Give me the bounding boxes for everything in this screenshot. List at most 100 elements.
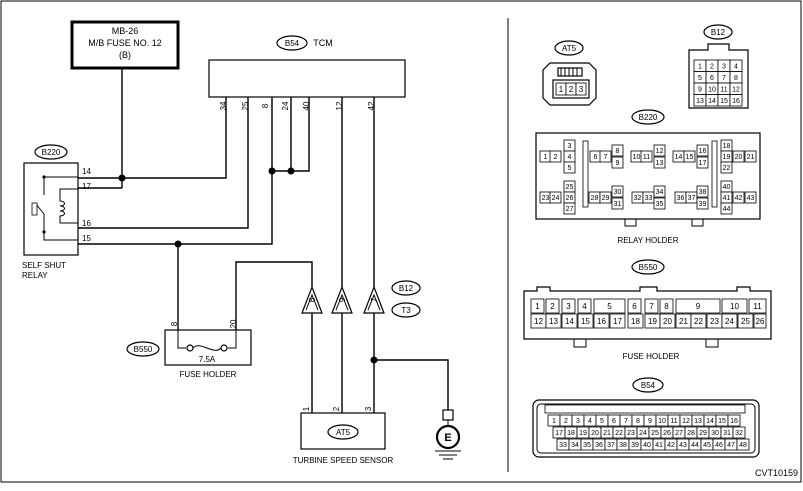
svg-text:28: 28 bbox=[687, 430, 695, 437]
svg-text:24: 24 bbox=[725, 317, 734, 326]
svg-text:2: 2 bbox=[564, 418, 568, 425]
relay-internal-wiring bbox=[44, 176, 78, 224]
tcm-pin-12: 12 bbox=[335, 101, 344, 110]
b220-pin: 39 bbox=[696, 197, 709, 210]
svg-text:24: 24 bbox=[639, 430, 647, 437]
b54-pin: 36 bbox=[592, 438, 606, 451]
b220-view-label: B220 bbox=[639, 113, 658, 122]
b54-pin: 12 bbox=[679, 414, 693, 427]
b550-pin: 24 bbox=[721, 313, 738, 329]
relay-holder-label: RELAY HOLDER bbox=[617, 236, 678, 245]
b220-pin: 12 bbox=[653, 144, 666, 157]
b220-pin: 42 bbox=[732, 191, 745, 204]
svg-text:17: 17 bbox=[613, 317, 622, 326]
mb-fuse-line1: MB-26 bbox=[112, 26, 139, 36]
svg-text:16: 16 bbox=[597, 317, 606, 326]
svg-text:8: 8 bbox=[616, 148, 620, 155]
svg-text:45: 45 bbox=[703, 442, 711, 449]
svg-text:11: 11 bbox=[720, 86, 727, 93]
svg-text:19: 19 bbox=[579, 430, 587, 437]
b54-pin: 34 bbox=[568, 438, 582, 451]
b220-pin: 4 bbox=[563, 150, 576, 163]
b12-pin: 3 bbox=[717, 59, 731, 72]
at5-pin: 3 bbox=[575, 82, 587, 96]
svg-text:20: 20 bbox=[663, 317, 672, 326]
svg-text:37: 37 bbox=[607, 442, 615, 449]
svg-text:14: 14 bbox=[706, 418, 714, 425]
b54-pin: 21 bbox=[600, 426, 614, 439]
svg-text:41: 41 bbox=[723, 195, 731, 202]
b550-pin: 7 bbox=[644, 298, 659, 314]
svg-text:26: 26 bbox=[663, 430, 671, 437]
svg-text:23: 23 bbox=[542, 195, 550, 202]
fuse-holder-tag bbox=[126, 341, 160, 357]
junction-dot bbox=[287, 167, 295, 175]
b220-rib bbox=[711, 140, 718, 208]
svg-text:4: 4 bbox=[568, 154, 572, 161]
b220-pin: 10 bbox=[630, 150, 643, 163]
b220-pin: 20 bbox=[732, 150, 745, 163]
b12-pin: 2 bbox=[705, 59, 719, 72]
b54-pin: 14 bbox=[703, 414, 717, 427]
b54-pin: 9 bbox=[643, 414, 657, 427]
relay-pin-15: 15 bbox=[82, 234, 91, 243]
svg-text:46: 46 bbox=[715, 442, 723, 449]
svg-text:21: 21 bbox=[747, 154, 755, 161]
svg-text:15: 15 bbox=[581, 317, 590, 326]
fuse-leads bbox=[177, 330, 237, 349]
svg-text:12: 12 bbox=[732, 86, 740, 93]
svg-text:30: 30 bbox=[711, 430, 719, 437]
relay-internal-wiring bbox=[43, 232, 78, 241]
b220-pin: 19 bbox=[720, 150, 733, 163]
b54-pin: 19 bbox=[576, 426, 590, 439]
svg-text:1: 1 bbox=[552, 418, 556, 425]
svg-text:42: 42 bbox=[735, 195, 743, 202]
mb-fuse-box bbox=[70, 20, 180, 70]
b220-pin: 5 bbox=[563, 161, 576, 174]
b550-pin: 18 bbox=[627, 313, 644, 329]
svg-text:17: 17 bbox=[699, 160, 707, 167]
t3-tag-label: T3 bbox=[401, 306, 411, 315]
svg-text:23: 23 bbox=[627, 430, 635, 437]
b220-pin: 40 bbox=[720, 180, 733, 193]
svg-text:10: 10 bbox=[658, 418, 666, 425]
svg-text:25: 25 bbox=[651, 430, 659, 437]
b54-pin: 25 bbox=[648, 426, 662, 439]
svg-text:9: 9 bbox=[648, 418, 652, 425]
tcm-pin-24: 24 bbox=[281, 101, 290, 110]
b54-pin: 20 bbox=[588, 426, 602, 439]
svg-text:14: 14 bbox=[675, 154, 683, 161]
fuse-rating: 7.5A bbox=[199, 355, 216, 364]
svg-text:13: 13 bbox=[549, 317, 558, 326]
svg-text:7: 7 bbox=[624, 418, 628, 425]
b54-pin: 32 bbox=[732, 426, 746, 439]
b54-pin: 3 bbox=[571, 414, 585, 427]
b54-pin: 39 bbox=[628, 438, 642, 451]
relay-pin-17: 17 bbox=[82, 182, 91, 191]
svg-text:9: 9 bbox=[698, 86, 702, 93]
b220-pin: 44 bbox=[720, 202, 733, 215]
svg-text:35: 35 bbox=[656, 201, 664, 208]
b220-pin: 30 bbox=[611, 185, 624, 198]
b550-pin: 11 bbox=[748, 298, 767, 314]
sensor-label: TURBINE SPEED SENSOR bbox=[293, 456, 394, 465]
svg-text:5: 5 bbox=[698, 75, 702, 82]
svg-text:22: 22 bbox=[694, 317, 703, 326]
svg-text:41: 41 bbox=[655, 442, 663, 449]
b54-pin: 13 bbox=[691, 414, 705, 427]
svg-text:13: 13 bbox=[656, 160, 664, 167]
b550-pin: 2 bbox=[545, 298, 560, 314]
svg-text:40: 40 bbox=[723, 184, 731, 191]
svg-text:25: 25 bbox=[566, 184, 574, 191]
b12-pin: 1 bbox=[693, 59, 707, 72]
b220-pin: 43 bbox=[744, 191, 757, 204]
b12-pin: 8 bbox=[729, 71, 743, 84]
b220-pin: 22 bbox=[720, 161, 733, 174]
mb-fuse-line2: M/B FUSE NO. 12 bbox=[88, 38, 162, 48]
b12-pin: 15 bbox=[717, 94, 731, 107]
sensor-pin-3: 3 bbox=[364, 406, 373, 411]
